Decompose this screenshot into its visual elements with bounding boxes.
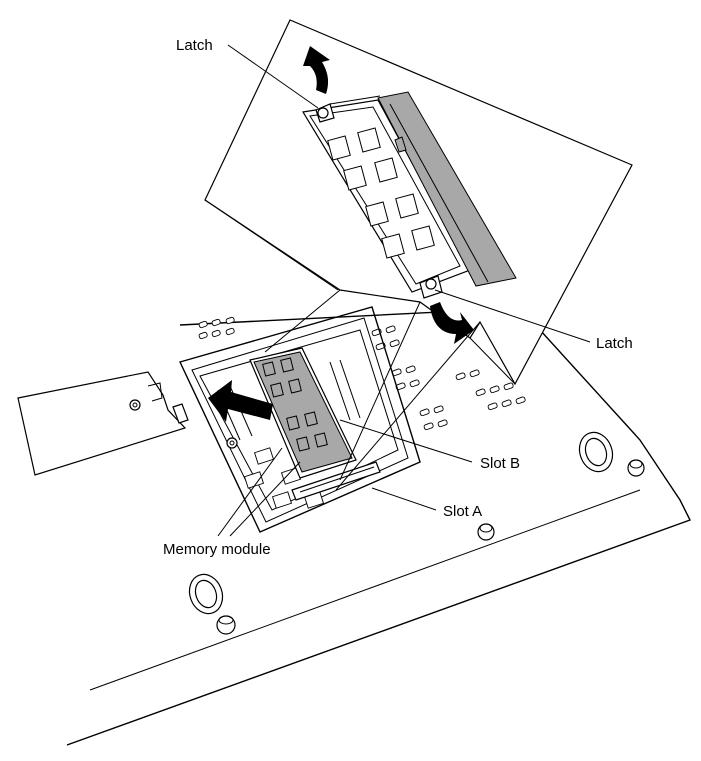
label-memory-module: Memory module [163,541,271,558]
rubber-foot-right [578,431,614,473]
slide-out-arrow [208,380,273,422]
compartment-cover [17,371,189,476]
label-slot-a: Slot A [443,503,482,520]
screw-boss-1 [627,459,645,477]
label-latch-top: Latch [176,37,213,54]
slot-a-connector [291,461,381,501]
enlarged-latch-top [315,95,381,123]
label-slot-b: Slot B [480,455,520,472]
rubber-foot-left [188,573,224,615]
enlarged-memory-module [302,99,471,293]
memory-compartment [179,306,421,533]
laptop-bottom-case [66,307,691,746]
latch-release-arrow-top [303,46,330,94]
screw-boss-3 [216,615,236,635]
label-latch-right: Latch [596,335,633,352]
memory-module-slot-b [249,347,357,479]
screw-boss-2 [477,523,495,541]
vent-slots-left [198,316,235,340]
enlarged-latch-bottom [419,275,443,299]
leader-lines [217,44,591,537]
latch-release-arrow-bottom [430,302,474,344]
enlarged-slot-connector [377,91,517,287]
